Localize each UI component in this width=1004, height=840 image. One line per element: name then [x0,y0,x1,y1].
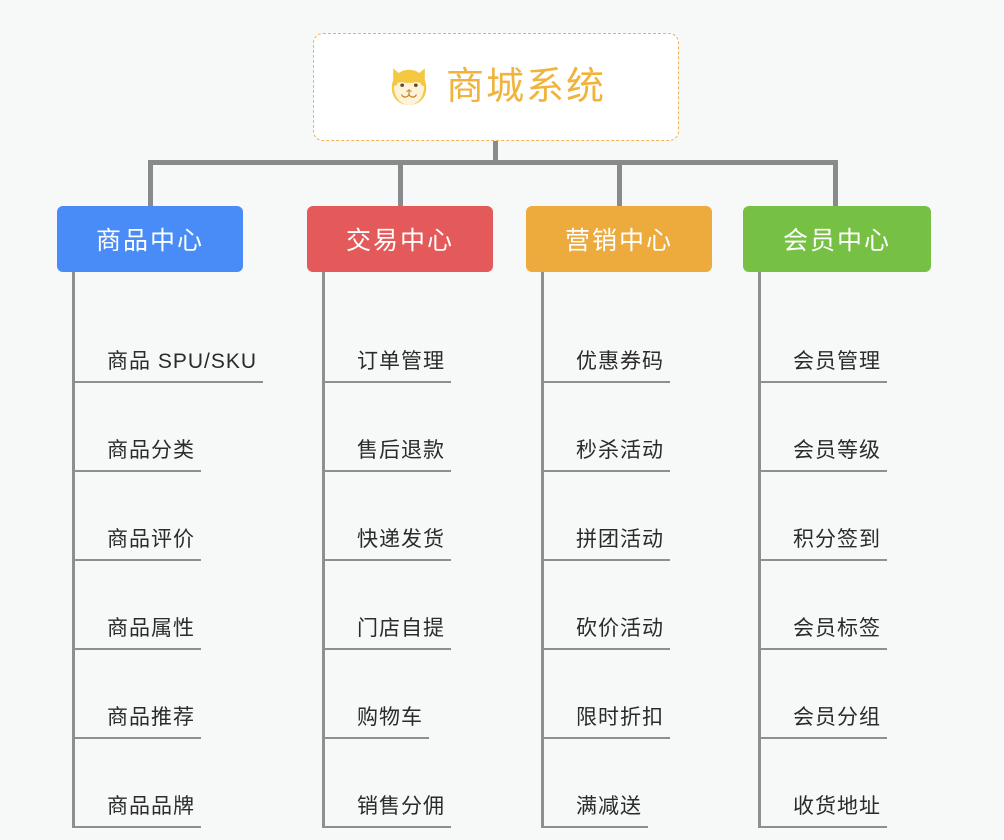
list-item[interactable]: 会员标签 [761,561,931,650]
list-item-label: 砍价活动 [544,612,670,650]
connector-drop-3 [617,160,622,208]
list-item[interactable]: 拼团活动 [544,472,712,561]
column-header-label: 交易中心 [345,227,454,255]
list-item-label: 秒杀活动 [544,434,670,472]
list-item-label: 销售分佣 [325,790,451,828]
list-item[interactable]: 满减送 [544,739,712,828]
list-item-label: 商品属性 [75,612,201,650]
list-item[interactable]: 秒杀活动 [544,383,712,472]
column-product-center: 商品中心 商品 SPU/SKU 商品分类 商品评价 商品属性 商品推荐 商品品牌 [57,206,264,828]
list-item[interactable]: 优惠券码 [544,294,712,383]
list-item-label: 拼团活动 [544,523,670,561]
list-item-label: 收货地址 [761,790,887,828]
connector-drop-4 [833,160,838,208]
list-item-label: 售后退款 [325,434,451,472]
column-marketing-center: 营销中心 优惠券码 秒杀活动 拼团活动 砍价活动 限时折扣 满减送 [526,206,712,828]
list-item[interactable]: 限时折扣 [544,650,712,739]
column-body: 优惠券码 秒杀活动 拼团活动 砍价活动 限时折扣 满减送 [541,272,712,828]
list-item-label: 满减送 [544,790,648,828]
column-body: 订单管理 售后退款 快递发货 门店自提 购物车 销售分佣 [322,272,493,828]
list-item-label: 商品 SPU/SKU [75,345,264,383]
list-item-label: 商品分类 [75,434,201,472]
column-header-label: 会员中心 [782,227,891,255]
list-item[interactable]: 商品 SPU/SKU [75,294,264,383]
connector-drop-1 [148,160,153,208]
column-transaction-center: 交易中心 订单管理 售后退款 快递发货 门店自提 购物车 销售分佣 [307,206,493,828]
column-header-product-center[interactable]: 商品中心 [57,206,243,272]
list-item[interactable]: 砍价活动 [544,561,712,650]
list-item-label: 门店自提 [325,612,451,650]
list-item-label: 积分签到 [761,523,887,561]
list-item[interactable]: 门店自提 [325,561,493,650]
column-body: 会员管理 会员等级 积分签到 会员标签 会员分组 收货地址 [758,272,931,828]
list-item[interactable]: 收货地址 [761,739,931,828]
list-item[interactable]: 商品推荐 [75,650,243,739]
list-item[interactable]: 会员等级 [761,383,931,472]
list-item-label: 商品推荐 [75,701,201,739]
root-node[interactable]: 商城系统 [313,33,679,141]
list-item[interactable]: 商品分类 [75,383,243,472]
column-header-marketing-center[interactable]: 营销中心 [526,206,712,272]
list-item[interactable]: 会员管理 [761,294,931,383]
list-item-label: 商品品牌 [75,790,201,828]
list-item-label: 会员管理 [761,345,887,383]
column-member-center: 会员中心 会员管理 会员等级 积分签到 会员标签 会员分组 收货地址 [743,206,931,828]
column-body: 商品 SPU/SKU 商品分类 商品评价 商品属性 商品推荐 商品品牌 [72,272,264,828]
list-item[interactable]: 商品属性 [75,561,243,650]
list-item[interactable]: 快递发货 [325,472,493,561]
list-item-label: 会员等级 [761,434,887,472]
connector-drop-2 [398,160,403,208]
column-header-label: 商品中心 [95,227,204,255]
list-item-label: 会员标签 [761,612,887,650]
list-item[interactable]: 积分签到 [761,472,931,561]
connector-horizontal-bar [148,160,838,165]
column-header-transaction-center[interactable]: 交易中心 [307,206,493,272]
list-item-label: 商品评价 [75,523,201,561]
root-title: 商城系统 [445,66,606,108]
list-item[interactable]: 销售分佣 [325,739,493,828]
list-item-label: 快递发货 [325,523,451,561]
list-item-label: 会员分组 [761,701,887,739]
list-item-label: 限时折扣 [544,701,670,739]
list-item-label: 优惠券码 [544,345,670,383]
list-item[interactable]: 售后退款 [325,383,493,472]
connector-stem [493,141,498,165]
column-header-label: 营销中心 [564,227,673,255]
list-item[interactable]: 会员分组 [761,650,931,739]
column-header-member-center[interactable]: 会员中心 [743,206,931,272]
list-item[interactable]: 商品品牌 [75,739,243,828]
list-item[interactable]: 订单管理 [325,294,493,383]
list-item-label: 订单管理 [325,345,451,383]
shiba-dog-icon [391,68,427,105]
list-item-label: 购物车 [325,701,429,739]
list-item[interactable]: 购物车 [325,650,493,739]
list-item[interactable]: 商品评价 [75,472,243,561]
